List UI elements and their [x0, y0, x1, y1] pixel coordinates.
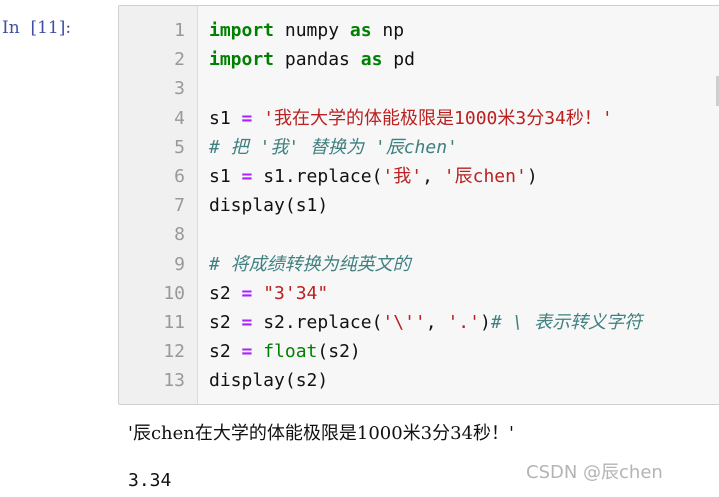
code-token: ): [526, 166, 538, 187]
scrollbar[interactable]: [716, 76, 719, 106]
line-number: 4: [174, 107, 185, 129]
code-token: display(s1): [209, 195, 329, 217]
watermark: CSDN @辰chen: [526, 462, 663, 483]
line-number: 13: [163, 370, 185, 392]
code-token: '我': [382, 166, 423, 187]
code-token: as: [349, 20, 372, 41]
code-token: (s2): [317, 341, 361, 363]
line-number: 1: [174, 20, 185, 41]
line-number: 12: [163, 341, 185, 363]
code-token: as: [360, 49, 383, 71]
code-text: # 将成绩转换为纯英文的: [209, 250, 411, 279]
code-text: display(s1): [209, 191, 328, 220]
code-text: import numpy as np: [209, 16, 404, 45]
line-number: 7: [174, 195, 185, 217]
code-token: [252, 341, 263, 362]
code-text: s2 = float(s2): [209, 337, 361, 366]
code-token: s2: [209, 312, 242, 333]
code-token: =: [241, 341, 253, 363]
code-text: s2 = s2.replace('\'', '.')# \ 表示转义字符: [209, 308, 642, 337]
code-token: float: [263, 341, 318, 363]
code-token: '.': [447, 312, 480, 333]
code-token: ): [479, 312, 491, 333]
line-number: 8: [174, 224, 185, 246]
code-token: import: [209, 20, 275, 41]
code-cell[interactable]: 1 import numpy as np 2 import pandas as pd 3…: [118, 5, 719, 405]
code-token: s2: [209, 282, 242, 304]
code-text: s1 = '我在大学的体能极限是1000米3分34秒！': [209, 104, 613, 133]
line-number: 6: [174, 166, 185, 187]
line-number: 2: [174, 49, 185, 71]
code-token: pandas: [274, 49, 361, 71]
code-token: '辰chen': [443, 166, 527, 187]
code-token: =: [241, 312, 253, 333]
output-text-1: '辰chen在大学的体能极限是1000米3分34秒！': [128, 423, 514, 444]
line-number: 5: [174, 136, 185, 158]
code-token: "3'34": [263, 282, 329, 304]
code-text: s1 = s1.replace('我', '辰chen'): [209, 162, 538, 191]
line-number: 9: [174, 253, 185, 275]
code-token: s2.replace(: [252, 312, 383, 333]
code-token: pd: [382, 49, 415, 71]
output-text-2: 3.34: [128, 470, 172, 491]
code-token: s1: [209, 107, 242, 129]
code-token: [252, 283, 263, 304]
code-token: # 把 '我' 替换为 '辰chen': [209, 136, 458, 158]
code-token: import: [209, 49, 275, 71]
code-token: '\'': [382, 312, 426, 333]
code-token: ,: [425, 312, 448, 333]
code-token: numpy: [274, 20, 350, 41]
code-token: display(s2): [209, 370, 329, 392]
code-text: # 把 '我' 替换为 '辰chen': [209, 133, 458, 162]
line-number: 10: [163, 282, 185, 304]
code-token: =: [241, 166, 253, 187]
code-token: [252, 108, 263, 129]
code-text: s2 = "3'34": [209, 279, 328, 308]
code-token: s2: [209, 341, 242, 363]
code-token: # \ 表示转义字符: [490, 312, 643, 333]
code-token: np: [371, 20, 405, 41]
line-number: 11: [163, 312, 185, 333]
line-number: 3: [174, 78, 185, 100]
code-token: s1: [209, 166, 242, 187]
cell-prompt: In [11]:: [2, 18, 72, 38]
code-token: =: [241, 107, 253, 129]
code-token: =: [241, 282, 253, 304]
code-token: ,: [422, 166, 444, 187]
code-token: '我在大学的体能极限是1000米3分34秒！': [263, 107, 613, 129]
code-text: import pandas as pd: [209, 45, 415, 74]
code-token: s1.replace(: [252, 166, 383, 187]
line-number-gutter: [119, 6, 198, 404]
code-token: # 将成绩转换为纯英文的: [209, 253, 411, 275]
code-text: display(s2): [209, 366, 328, 395]
